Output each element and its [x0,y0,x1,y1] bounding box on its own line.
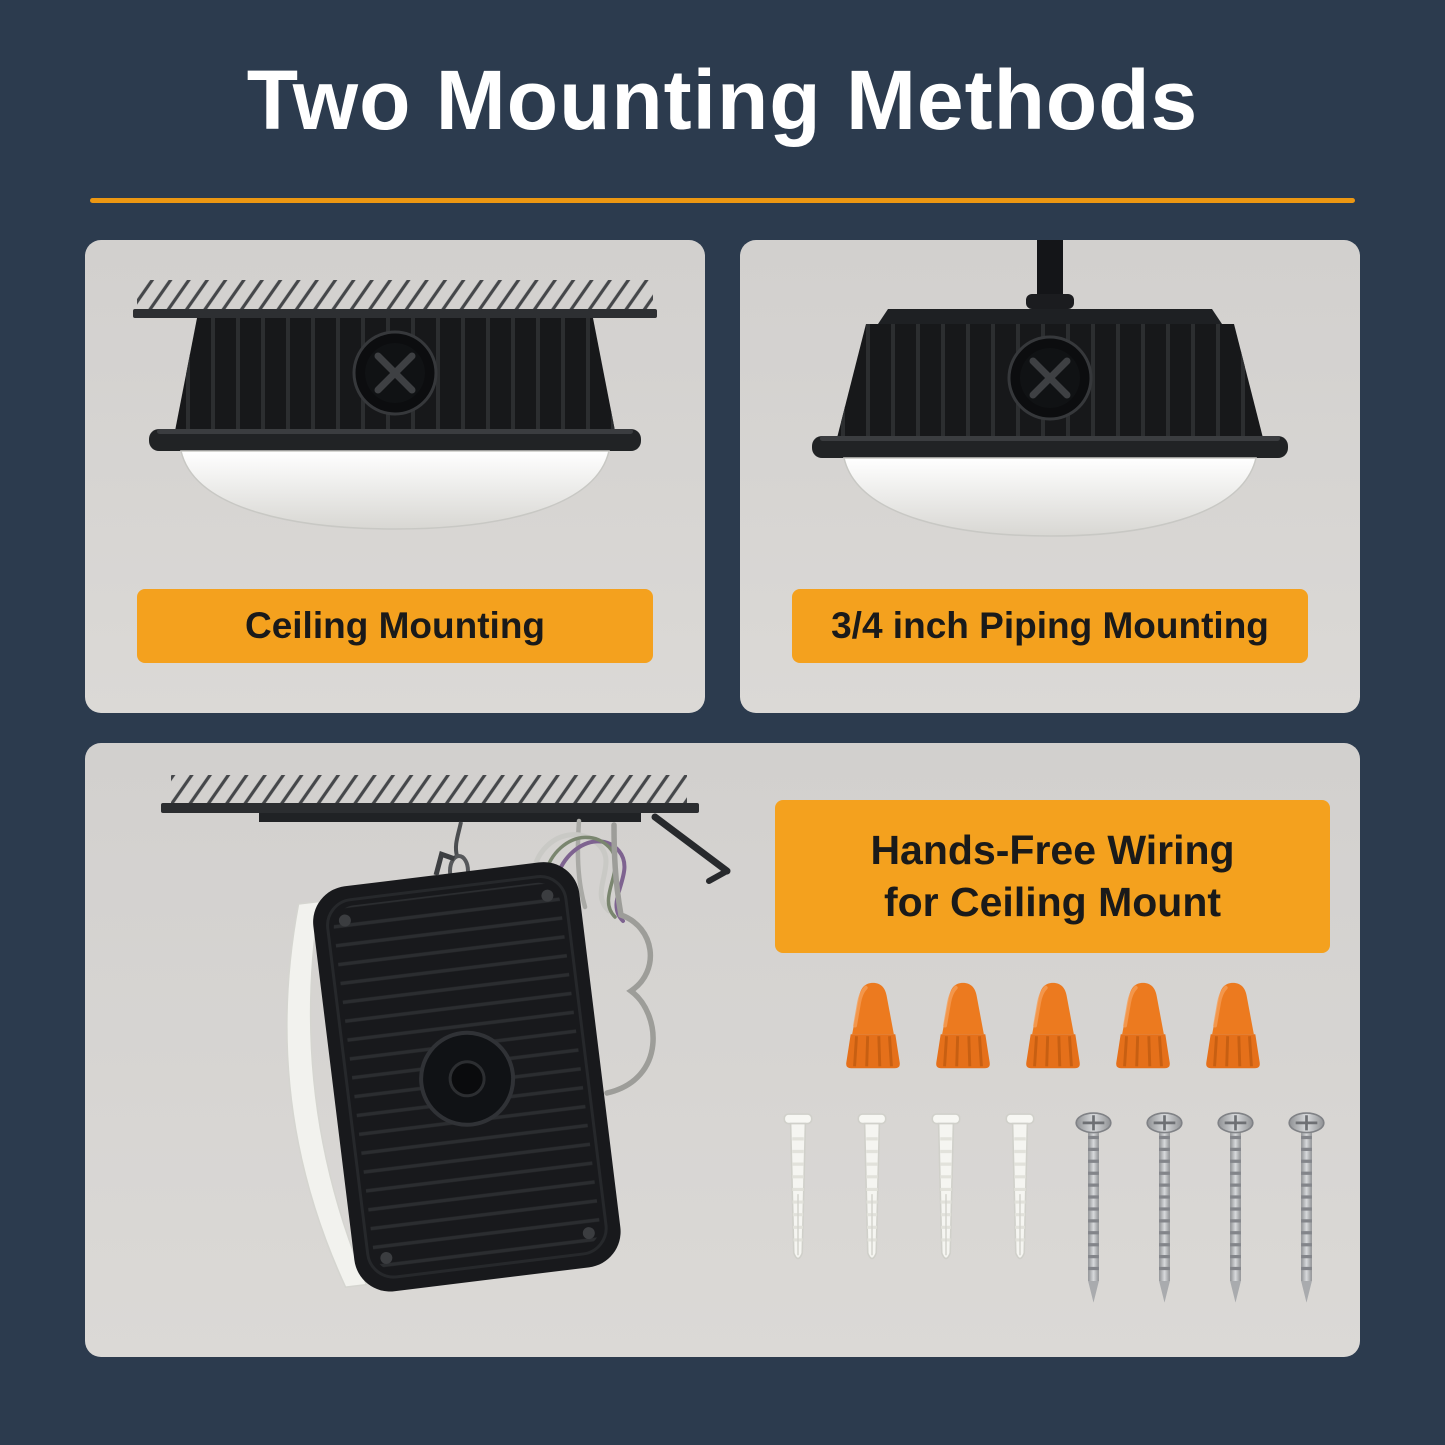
ceiling-mount-fixture-illustration [133,280,657,530]
safety-hook [453,821,463,857]
wire-nut-icon [1115,982,1170,1069]
fixture-flange [149,429,641,451]
wire-nut-icon [1205,982,1260,1069]
wall-anchor-icon [1005,1113,1035,1260]
wall-anchor-icon [931,1113,961,1260]
pipe-mount-label: 3/4 inch Piping Mounting [792,589,1308,663]
page-title: Two Mounting Methods [246,53,1199,147]
fixture-flange [812,436,1288,458]
mounting-bracket [259,813,641,822]
supply-cable [604,822,656,1096]
pipe-mount-fixture-illustration [812,240,1288,537]
wire-nut-icon [1025,982,1080,1069]
mounting-pipe [1037,240,1063,304]
wiring-label: Hands-Free Wiring for Ceiling Mount [775,800,1330,953]
fixture-lens-edge [286,900,368,1288]
hanging-fixture [286,850,621,1292]
wiring-label-line1: Hands-Free Wiring [870,827,1235,873]
ceiling-hatching [171,775,687,805]
title-divider [90,198,1355,203]
screw-icon [1075,1112,1112,1303]
wire-nut-icon [935,982,990,1069]
fixture-lens [843,457,1257,537]
screws-group [1074,1112,1326,1307]
wire-nut-icon [845,982,900,1069]
wiring-illustration [161,775,731,1292]
screw-icon [1217,1112,1254,1303]
ceiling-line [161,803,699,813]
wiring-right-column: Hands-Free Wiring for Ceiling Mount [775,800,1330,1307]
ceiling-hatching [137,280,653,310]
panel-wiring: Hands-Free Wiring for Ceiling Mount [85,743,1360,1357]
hardware-row [775,1112,1330,1307]
pipe-coupler [1026,294,1074,309]
panel-ceiling-mount: Ceiling Mounting [85,240,705,713]
anchors-group [779,1112,1039,1270]
screw-icon [1288,1112,1325,1303]
fixture-lens [180,450,610,530]
panel-pipe-mount: 3/4 inch Piping Mounting [740,240,1360,713]
ceiling-mount-label: Ceiling Mounting [137,589,653,663]
wire-nuts-row [839,979,1267,1076]
ceiling-line [133,309,657,318]
wiring-label-line2: for Ceiling Mount [883,879,1222,926]
wall-anchor-icon [857,1113,887,1260]
wall-anchor-icon [783,1113,813,1260]
screw-icon [1146,1112,1183,1303]
